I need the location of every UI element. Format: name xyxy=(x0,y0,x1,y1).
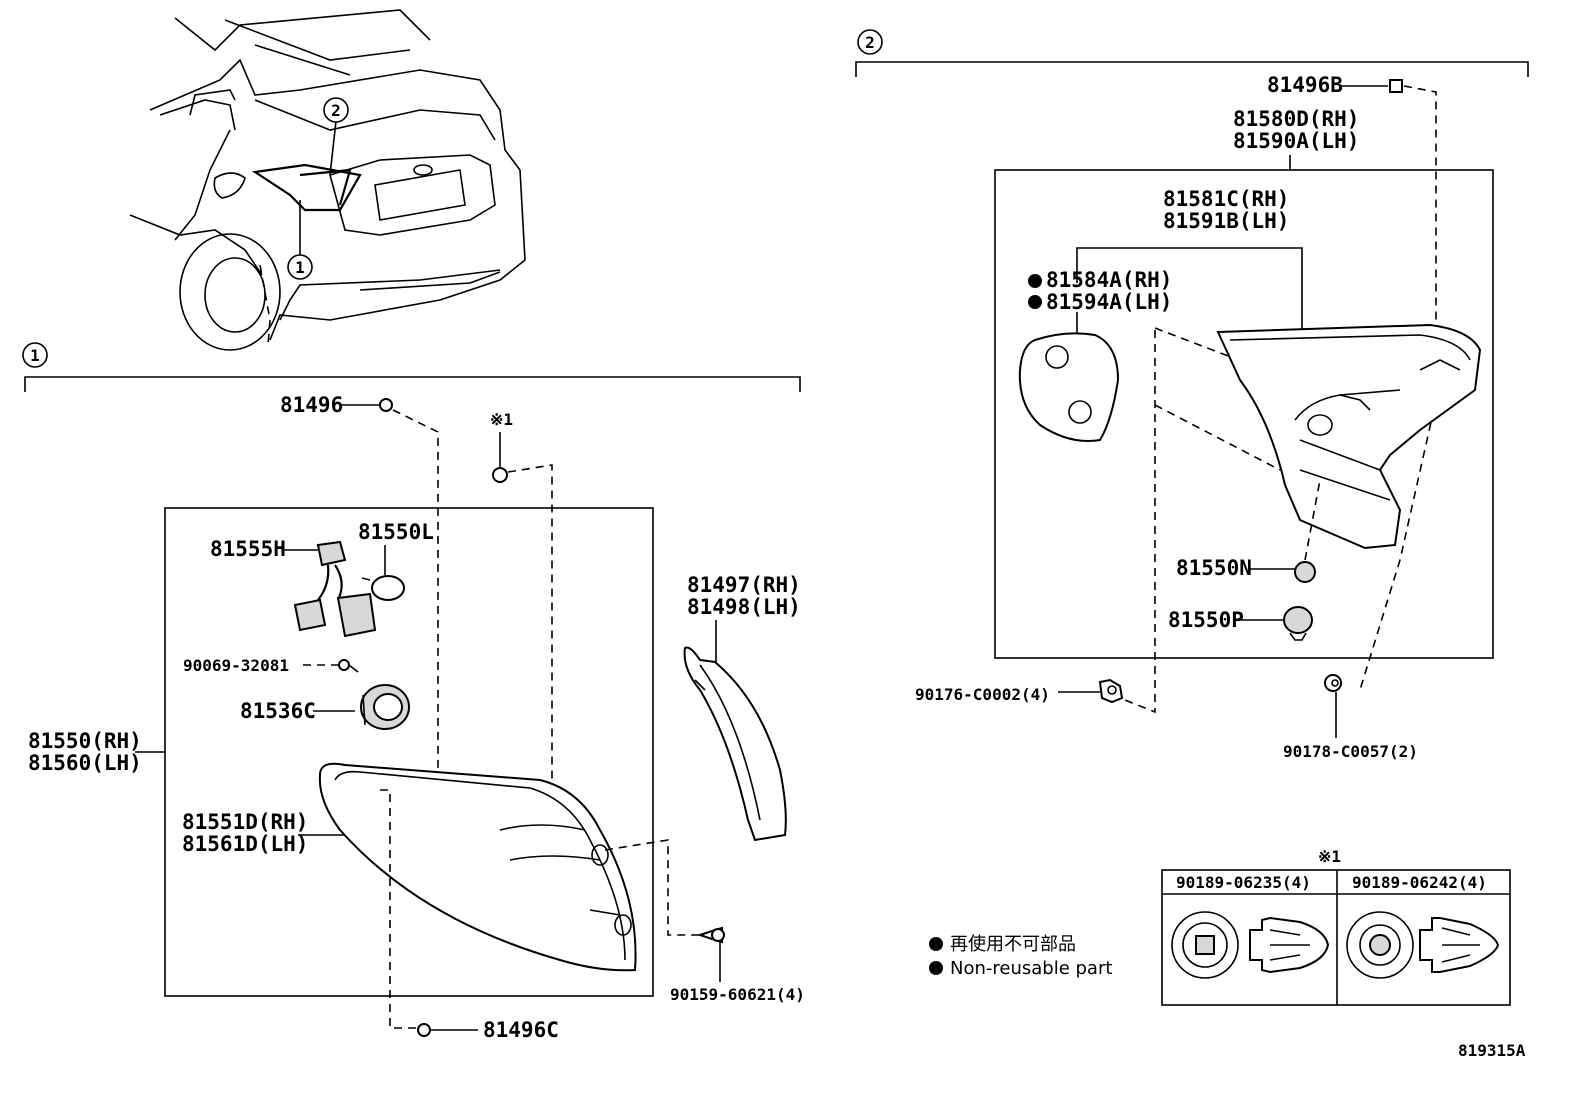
bulb-81550N-icon xyxy=(1294,561,1316,583)
part-81560LH-label: 81560(LH) xyxy=(28,751,142,775)
part-81497RH-label: 81497(RH) xyxy=(687,573,801,597)
socket-81536C-icon xyxy=(360,684,410,730)
part-81590A-label: 81590A(LH) xyxy=(1233,129,1359,153)
clip-90189-06242-icon xyxy=(1346,911,1500,979)
note-1-mark: ※1 xyxy=(490,410,513,429)
part-81498LH-label: 81498(LH) xyxy=(687,595,801,619)
part-81584A-label: 81584A(RH) xyxy=(1046,268,1172,292)
socket-wire-81555H xyxy=(293,540,377,638)
lens-81551D-icon xyxy=(318,762,637,972)
part-81550P-label: 81550P xyxy=(1168,608,1244,632)
legend-en: Non-reusable part xyxy=(950,958,1112,979)
part-81581C-label: 81581C(RH) xyxy=(1163,187,1289,211)
part-81550N-label: 81550N xyxy=(1176,556,1252,580)
part-90069-label: 90069-32081 xyxy=(183,656,289,675)
clip-table-note-mark: ※1 xyxy=(1318,847,1341,866)
section-1-mark: 1 xyxy=(30,346,40,365)
legend-bullet-icon xyxy=(929,937,943,951)
car-callout-2: 2 xyxy=(331,101,341,120)
nut-90178-icon xyxy=(1324,674,1342,692)
part-90176-label: 90176-C0002(4) xyxy=(915,685,1050,704)
part-81496-label: 81496 xyxy=(280,393,343,417)
assembly-box-2 xyxy=(994,169,1494,659)
part-81551D-label: 81551D(RH) xyxy=(182,810,308,834)
part-90159-label: 90159-60621(4) xyxy=(670,985,805,1004)
part-81580D-label: 81580D(RH) xyxy=(1233,107,1359,131)
legend: 再使用不可部品 Non-reusable part xyxy=(929,934,1112,979)
socket-81550P-icon xyxy=(1283,606,1313,641)
part-81550RH-label: 81550(RH) xyxy=(28,729,142,753)
part-81496-icon xyxy=(379,398,393,412)
non-reusable-bullet-icon xyxy=(1028,295,1042,309)
screw-90069-icon xyxy=(338,659,350,671)
clip-table-col1: 90189-06235(4) xyxy=(1176,873,1311,892)
clip-90189-06235-icon xyxy=(1171,911,1330,979)
clip-table: ※1 90189-06235(4) 90189-06242(4) xyxy=(1161,847,1511,1006)
part-81555H-label: 81555H xyxy=(210,537,286,561)
clip-icon xyxy=(492,467,508,483)
garnish-81497-icon xyxy=(683,646,787,842)
part-81536C-label: 81536C xyxy=(240,699,316,723)
section-2: 2 81496B 81580D(RH) 81590A(LH) 81581C(RH… xyxy=(855,29,1529,1006)
non-reusable-bullet-icon xyxy=(1028,274,1042,288)
clip-table-col2: 90189-06242(4) xyxy=(1352,873,1487,892)
nut-90176-icon xyxy=(1098,678,1124,704)
part-81591B-label: 81591B(LH) xyxy=(1163,209,1289,233)
part-81550L-label: 81550L xyxy=(358,520,434,544)
part-81496C-label: 81496C xyxy=(483,1018,559,1042)
part-81496C-icon xyxy=(417,1023,431,1037)
part-90178-label: 90178-C0057(2) xyxy=(1283,742,1418,761)
part-81594A-label: 81594A(LH) xyxy=(1046,290,1172,314)
part-81496B-icon xyxy=(1389,79,1403,93)
gasket-81584A-icon xyxy=(1018,332,1120,442)
legend-bullet-icon xyxy=(929,961,943,975)
part-81496B-label: 81496B xyxy=(1267,73,1343,97)
bulb-81550L-icon xyxy=(371,575,405,601)
screw-90159-icon xyxy=(711,928,725,942)
car-rear-illustration: 2 1 xyxy=(129,9,526,351)
diagram-id: 819315A xyxy=(1458,1041,1526,1060)
legend-jp: 再使用不可部品 xyxy=(950,934,1076,955)
section-1: 1 81496 ※1 81555H 81550L 90069-32081 xyxy=(22,342,805,1042)
car-callout-1: 1 xyxy=(295,258,305,277)
lamp-housing-81581C-icon xyxy=(1216,323,1482,550)
section-2-mark: 2 xyxy=(865,33,875,52)
part-81561D-label: 81561D(LH) xyxy=(182,832,308,856)
